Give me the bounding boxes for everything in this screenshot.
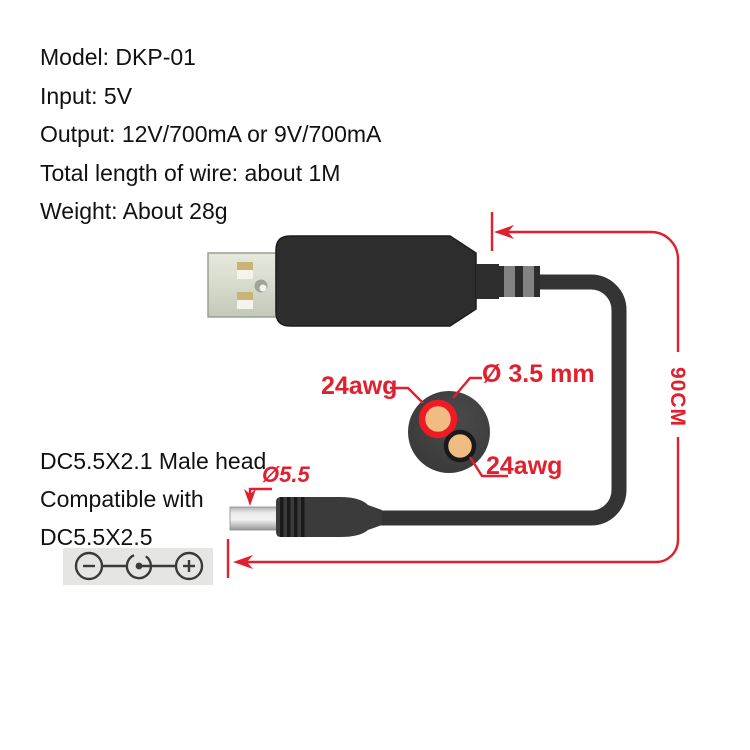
dimension-corner-topright [650, 230, 680, 260]
dc-plug-rib [294, 497, 298, 537]
wire-gauge-label-bottom: 24awg [486, 452, 563, 480]
spec-output: Output: 12V/700mA or 9V/700mA [40, 121, 382, 147]
strain-relief-rib [504, 266, 515, 297]
arrow-down-icon [244, 489, 256, 506]
spec-input: Input: 5V [40, 82, 133, 109]
dc-plug [229, 497, 382, 537]
converter-body [275, 235, 540, 327]
plug-info-size: DC5.5X2.5 [40, 524, 153, 550]
spec-model: Model: DKP-01 [40, 44, 196, 70]
dimension-arrowheads [233, 225, 514, 569]
dc-plug-body [276, 497, 382, 537]
center-positive-polarity-icon [63, 548, 213, 585]
power-cable [380, 274, 627, 526]
usb-shell-hole-highlight [259, 284, 267, 292]
plug-info-block: DC5.5X2.1 Male head Compatible with DC5.… [40, 442, 266, 556]
wire-gauge-top-leader [390, 386, 424, 404]
dc-plug-rib [280, 497, 284, 537]
wire-gauge-bottom-leader [468, 456, 508, 478]
strain-relief-rib [523, 266, 534, 297]
polarity-sleeve-arc [125, 554, 153, 580]
wire-black-insulated [443, 429, 477, 463]
wire-red-insulated [418, 399, 458, 439]
polarity-positive-circle [174, 551, 204, 581]
usb-contact-top [237, 262, 253, 279]
plug-diameter-label: Ø5.5 [262, 462, 310, 487]
dc-plug-rib [301, 497, 305, 537]
arrow-left-icon [233, 555, 253, 569]
dimension-lines [226, 212, 680, 578]
plug-info-compatible: Compatible with [40, 486, 204, 512]
wire-cross-section [408, 391, 490, 473]
usb-contact-bottom-window [237, 300, 253, 309]
strain-relief-neck [476, 264, 499, 299]
arrow-left-icon [494, 225, 514, 239]
usb-contact-top-window [237, 270, 253, 279]
spec-length: Total length of wire: about 1M [40, 159, 341, 186]
converter-housing [275, 235, 477, 327]
usb-plug [207, 252, 277, 318]
cable-diameter-leader [452, 376, 482, 399]
usb-contact-top-pad [237, 262, 253, 270]
plug-info-head: DC5.5X2.1 Male head [40, 448, 267, 474]
dimension-corner-bottomright [655, 539, 680, 564]
dc-plug-rib [287, 497, 291, 537]
usb-contact-bottom [237, 292, 253, 309]
polarity-center-pin-dot [135, 562, 143, 570]
cable-diameter-label: Ø 3.5 mm [482, 360, 595, 388]
spec-block: Model: DKP-01 Input: 5V Output: 12V/700m… [40, 38, 381, 231]
polarity-symbols [74, 551, 204, 581]
wire-gauge-label-top: 24awg [321, 372, 398, 400]
usb-contact-bottom-pad [237, 292, 253, 300]
dc-plug-barrel [229, 506, 278, 531]
spec-weight: Weight: About 28g [40, 198, 228, 224]
cable-length-label: 90CM [666, 367, 689, 428]
